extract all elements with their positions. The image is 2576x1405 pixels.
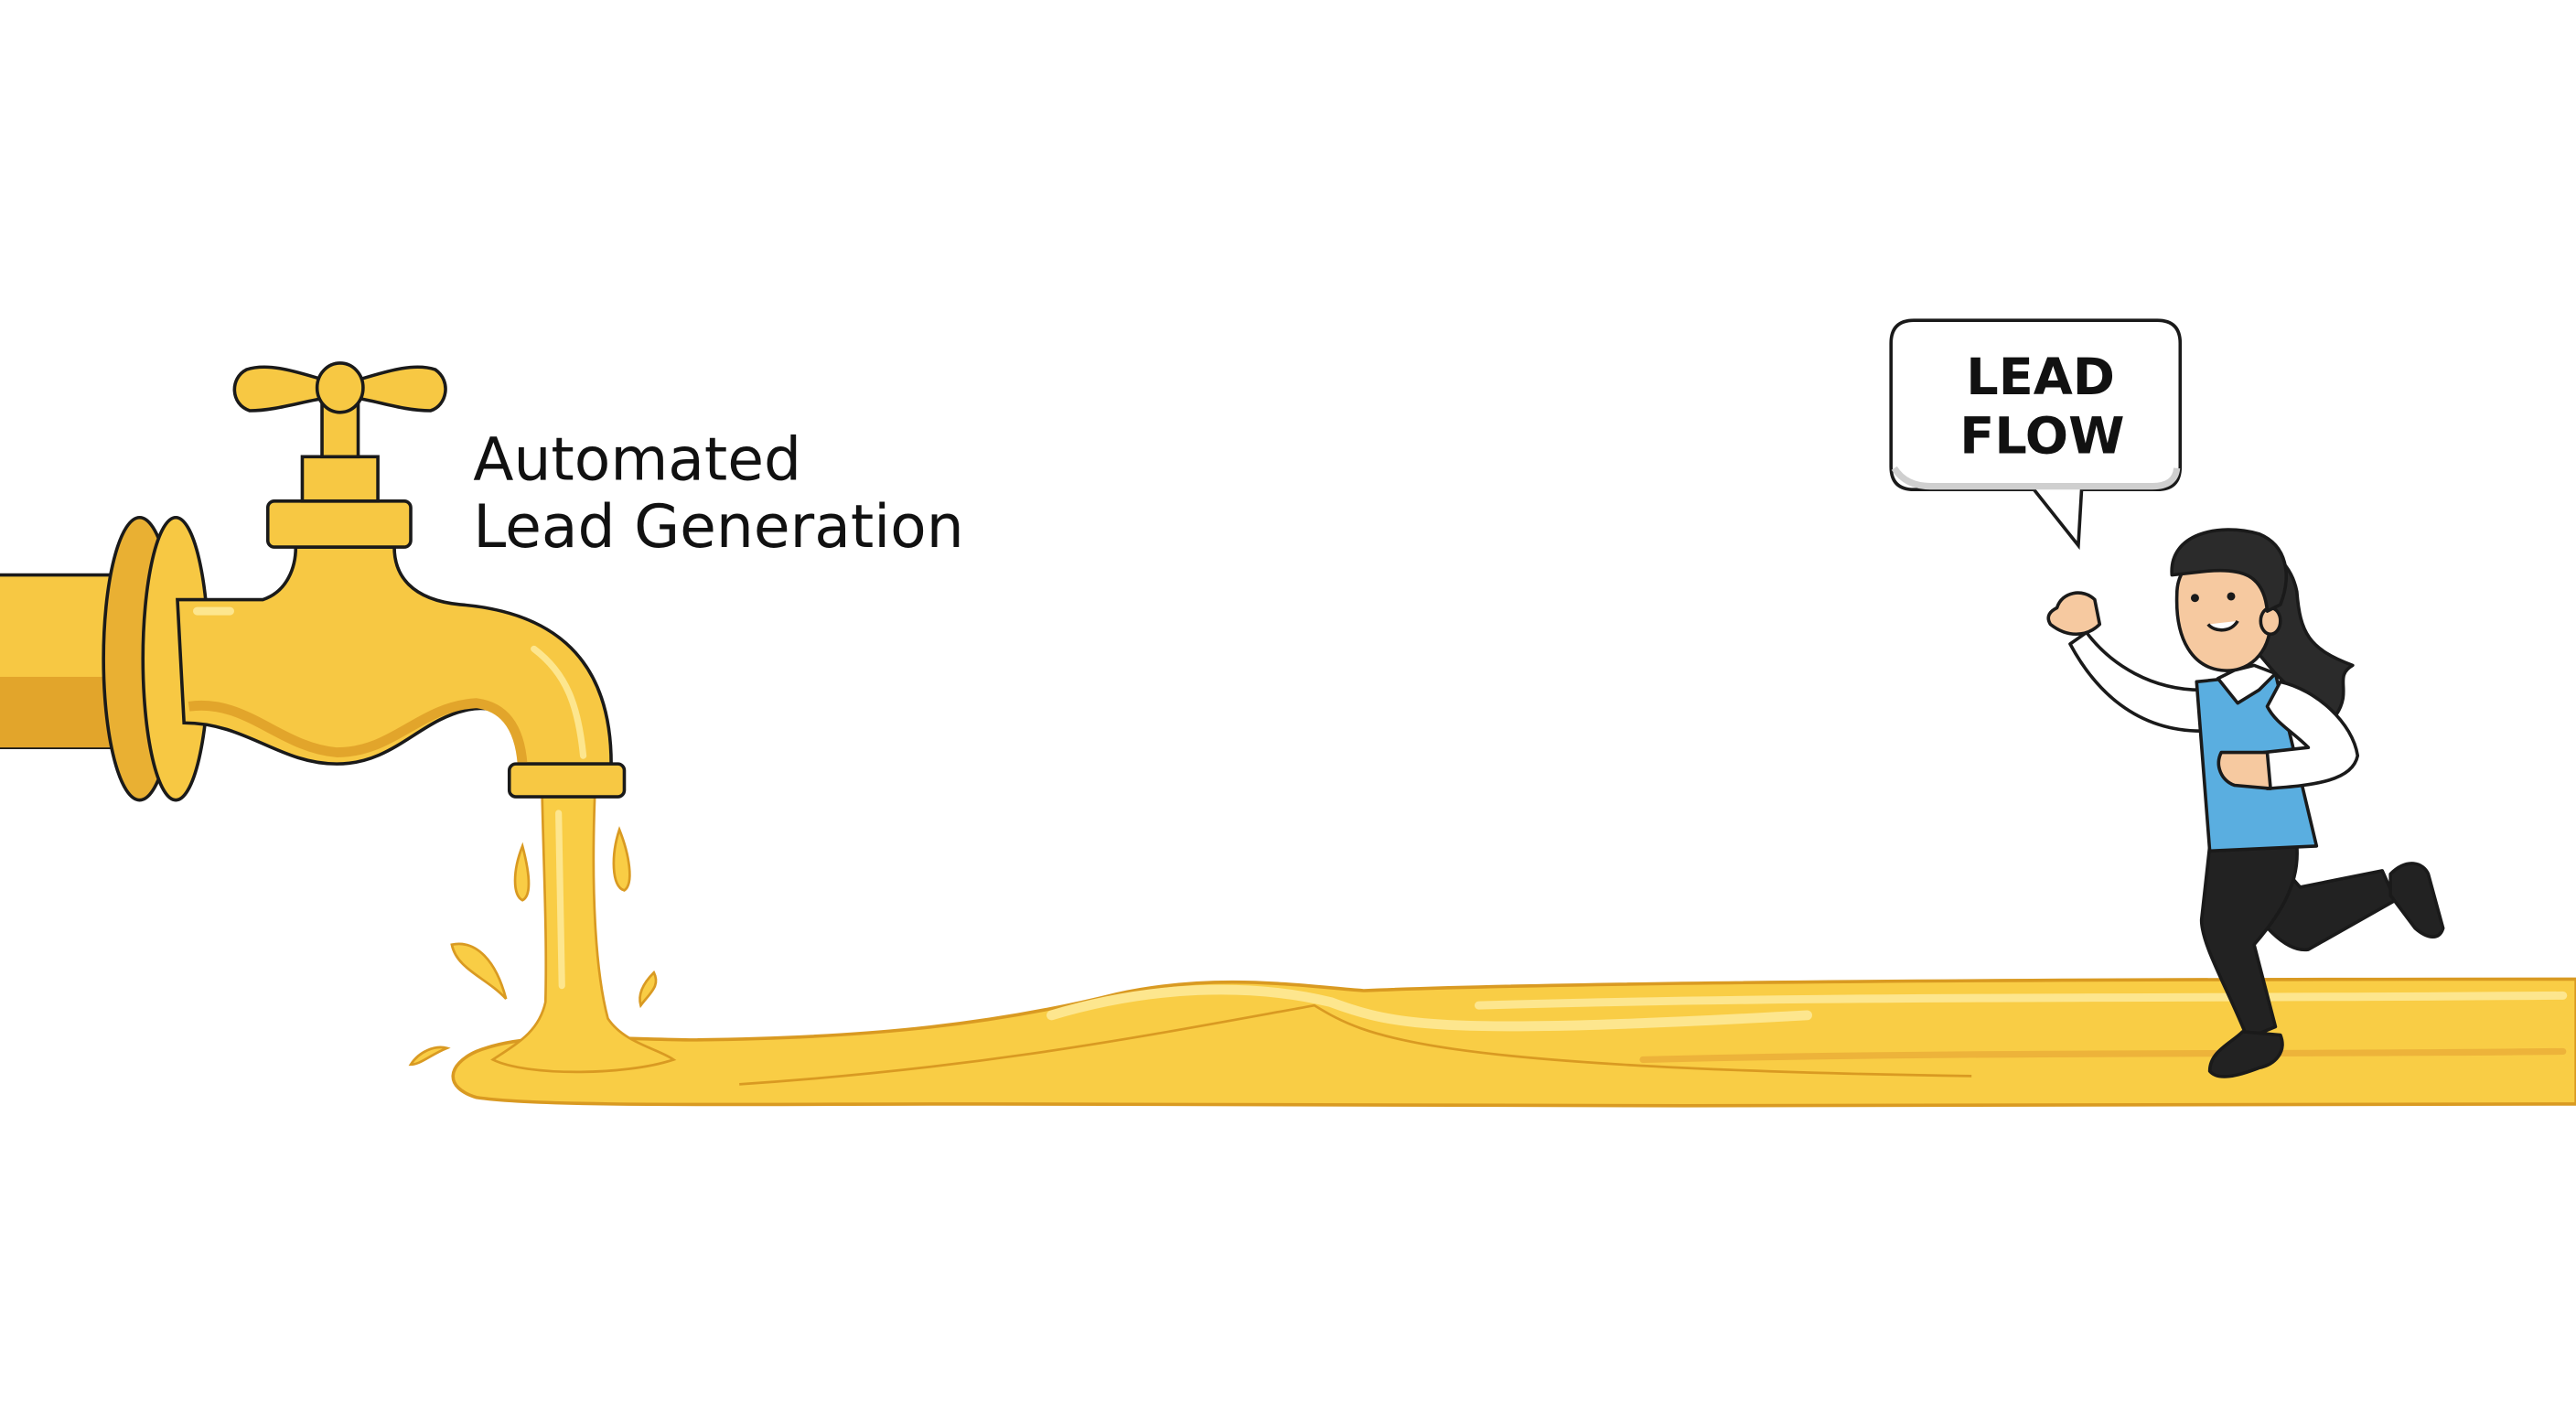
liquid-stream	[408, 795, 677, 1074]
bubble-line-1: LEAD	[1966, 348, 2115, 407]
caption-line-1: Automated	[473, 425, 801, 494]
speech-bubble: LEAD FLOW	[1889, 318, 2183, 551]
faucet-icon	[0, 361, 627, 802]
bubble-line-2: FLOW	[1959, 407, 2124, 467]
caption-line-2: Lead Generation	[473, 493, 963, 562]
liquid-river	[451, 977, 2576, 1108]
running-person-illustration	[2046, 528, 2445, 1078]
